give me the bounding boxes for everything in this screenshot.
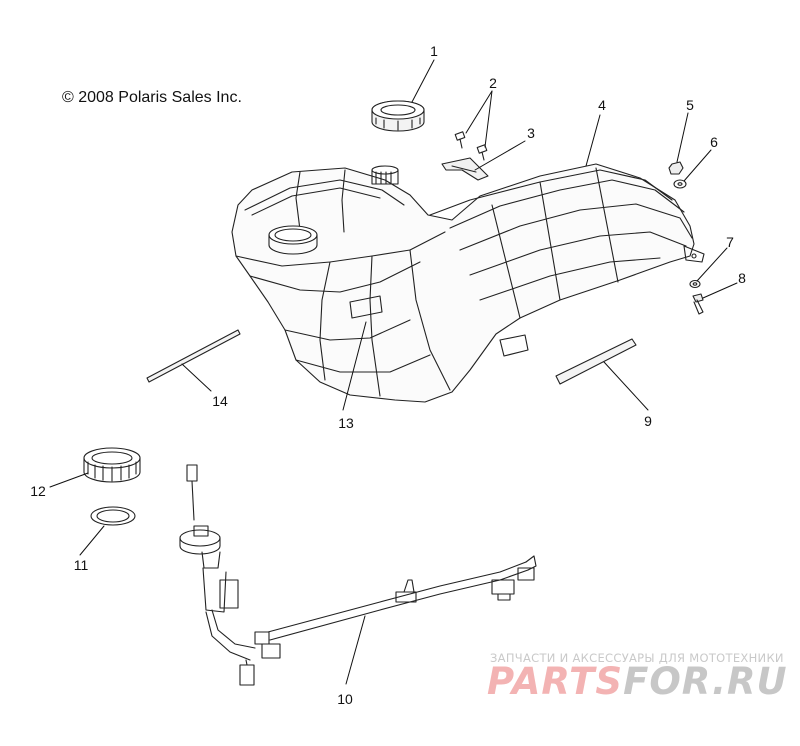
bracket — [441, 157, 489, 181]
copyright-notice: © 2008 Polaris Sales Inc. — [62, 89, 242, 106]
callout-8: 8 — [738, 270, 746, 286]
callout-1: 1 — [430, 43, 438, 59]
screws — [454, 131, 488, 161]
watermark-tagline: ЗАПЧАСТИ И АКСЕССУАРЫ ДЛЯ МОТОТЕХНИКИ — [490, 651, 784, 665]
pad-strip — [555, 338, 637, 385]
callout-5: 5 — [686, 97, 694, 113]
callout-11: 11 — [74, 557, 89, 573]
callout-7: 7 — [726, 234, 734, 250]
watermark-logo: PARTSFOR.RU — [487, 660, 788, 703]
callout-6: 6 — [710, 134, 718, 150]
callout-labels: 1 2 3 4 5 6 7 8 9 10 11 12 13 14 — [30, 43, 746, 707]
callout-3: 3 — [527, 125, 535, 141]
callout-13: 13 — [338, 415, 354, 431]
fuel-tank — [231, 163, 705, 403]
watermark-brand-part2: FOR.RU — [623, 660, 788, 703]
lock-ring — [83, 447, 141, 483]
washer-7 — [689, 279, 701, 289]
watermark-brand-part1: PARTS — [487, 660, 624, 703]
nut — [668, 161, 684, 175]
bolt — [692, 293, 704, 315]
fuel-cap — [371, 100, 425, 132]
callout-2: 2 — [489, 75, 497, 91]
fuel-pump-assembly — [179, 464, 537, 686]
callout-10: 10 — [337, 691, 353, 707]
callout-4: 4 — [598, 97, 606, 113]
rod — [146, 329, 241, 383]
callout-14: 14 — [212, 393, 228, 409]
callout-9: 9 — [644, 413, 652, 429]
washer-6 — [673, 179, 687, 189]
gasket — [90, 506, 136, 526]
leader-lines — [49, 59, 738, 685]
callout-12: 12 — [30, 483, 46, 499]
